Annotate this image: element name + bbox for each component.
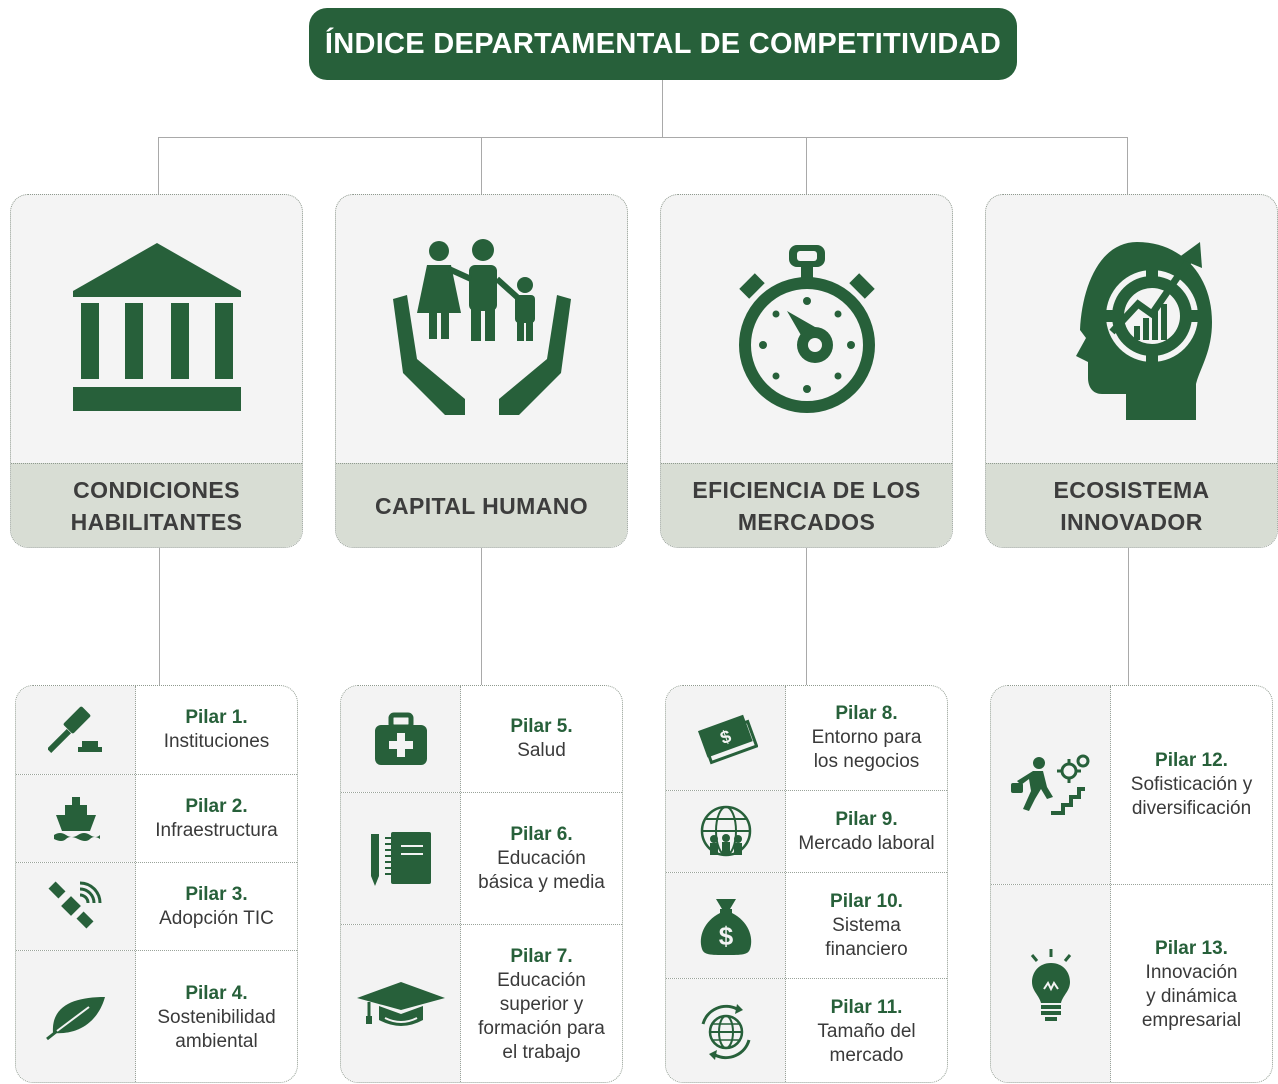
factor-label: CAPITAL HUMANO [336,463,627,547]
notebook-icon [341,793,461,924]
connector-down-4 [1128,548,1129,685]
pillar-name: Entorno para [811,727,922,748]
connector-bus [158,137,1128,138]
pillar-name: Innovación [1145,961,1238,983]
medical-kit-icon [341,686,461,792]
factor-label-line1: CAPITAL HUMANO [374,492,588,519]
pillar-name: el trabajo [502,1041,581,1063]
connector-down-1 [159,548,160,685]
pillar-number: Pilar 10. [830,890,903,912]
stopwatch-icon [661,195,952,463]
factor-card-ecosistema: ECOSISTEMA INNOVADOR [985,194,1278,548]
pillar-number: Pilar 9. [835,808,898,830]
factor-label: ECOSISTEMA INNOVADOR [986,463,1277,547]
pillar-row: Pilar 7. Educación superior y formación … [341,924,622,1082]
pillar-row: Pilar 12. Sofisticación y diversificació… [991,686,1272,884]
pillar-number: Pilar 11. [830,996,903,1018]
pillar-name: Adopción TIC [159,907,274,929]
pillar-list-capital-humano: Pilar 5. Salud [340,685,623,1083]
pillar-name: Sostenibilidad [157,1006,276,1028]
pillar-row: Pilar 3. Adopción TIC [16,862,297,950]
pillar-row: Pilar 2. Infraestructura [16,774,297,862]
pillar-name: Sofisticación y [1130,774,1253,795]
pillar-name: ambiental [175,1030,258,1052]
pillar-number: Pilar 3. [185,883,248,905]
pillar-number: Pilar 8. [835,703,898,724]
factor-label-line2: HABILITANTES [70,508,243,535]
pillar-name: los negocios [813,751,920,772]
connector-drop-3 [806,137,807,194]
connector-drop-4 [1127,137,1128,194]
pillar-list-eficiencia: $ Pilar 8. Entorno para los negocios [665,685,948,1083]
lightbulb-icon [991,885,1111,1082]
pillar-name: Salud [517,740,566,761]
pillar-row: Pilar 5. Salud [341,686,622,792]
factor-label-line1: EFICIENCIA DE LOS [692,476,921,503]
factor-label: CONDICIONES HABILITANTES [11,463,302,547]
pillar-row: Pilar 4. Sostenibilidad ambiental [16,950,297,1082]
pillar-name: básica y media [478,871,605,893]
pillar-name: Educación [497,969,586,991]
pillar-name: empresarial [1141,1009,1242,1031]
leaf-icon [16,951,136,1082]
pillar-number: Pilar 6. [510,823,573,845]
factor-label-line2: MERCADOS [737,508,876,535]
pillar-row: Pilar 9. Mercado laboral [666,790,947,872]
pillar-row: Pilar 13. Innovación y dinámica empresar… [991,884,1272,1082]
connector-drop-1 [158,137,159,194]
factor-label-line1: CONDICIONES [73,476,240,503]
connector-drop-2 [481,137,482,194]
pillar-row: Pilar 1. Instituciones [16,686,297,774]
head-gear-growth-icon [986,195,1277,463]
pillar-row: Pilar 11. Tamaño del mercado [666,978,947,1082]
ship-icon [16,775,136,862]
pillar-number: Pilar 5. [510,716,573,737]
pillar-name: Instituciones [163,731,270,752]
stairs-gears-icon [991,686,1111,884]
pillar-name: Tamaño del [817,1020,916,1042]
factor-label-line1: ECOSISTEMA [1053,476,1210,503]
pillar-list-ecosistema: Pilar 12. Sofisticación y diversificació… [990,685,1273,1083]
family-hands-icon [336,195,627,463]
factor-label-line2: INNOVADOR [1060,508,1203,535]
pillar-name: diversificación [1131,798,1252,819]
pillar-name: Infraestructura [155,819,278,841]
pillar-number: Pilar 12. [1155,750,1228,771]
connector-root [662,80,663,137]
pillar-row: Pilar 6. Educación básica y media [341,792,622,924]
money-bag-icon: $ [666,873,786,978]
pillar-name: formación para [478,1017,605,1039]
pillar-name: Sistema [832,914,901,936]
pillar-name: Educación [497,847,586,869]
diagram-title: ÍNDICE DEPARTAMENTAL DE COMPETITIVIDAD [309,8,1017,80]
pillar-number: Pilar 7. [510,945,573,967]
pillar-number: Pilar 2. [185,795,248,817]
pillar-name: superior y [499,993,584,1015]
global-workers-icon [666,791,786,872]
pillar-name: Mercado laboral [798,832,935,854]
svg-text:$: $ [718,921,733,951]
bank-building-icon [11,195,302,463]
pillar-name: mercado [829,1044,904,1066]
satellite-icon [16,863,136,950]
gavel-icon [16,686,136,774]
pillar-row: $ Pilar 10. Sistema financiero [666,872,947,978]
pillar-number: Pilar 4. [185,982,248,1004]
pillar-number: Pilar 13. [1155,937,1228,959]
pillar-name: financiero [825,938,908,960]
pillar-number: Pilar 1. [185,707,248,728]
connector-down-3 [806,548,807,685]
factor-card-eficiencia: EFICIENCIA DE LOS MERCADOS [660,194,953,548]
pillar-name: y dinámica [1146,985,1237,1007]
globe-cycle-icon [666,979,786,1082]
money-bills-icon: $ [666,686,786,790]
factor-label: EFICIENCIA DE LOS MERCADOS [661,463,952,547]
factor-card-condiciones: CONDICIONES HABILITANTES [10,194,303,548]
graduation-cap-icon [341,925,461,1082]
pillar-row: $ Pilar 8. Entorno para los negocios [666,686,947,790]
connector-down-2 [481,548,482,685]
pillar-list-condiciones: Pilar 1. Instituciones Pilar 2. Infraest… [15,685,298,1083]
factor-card-capital-humano: CAPITAL HUMANO [335,194,628,548]
